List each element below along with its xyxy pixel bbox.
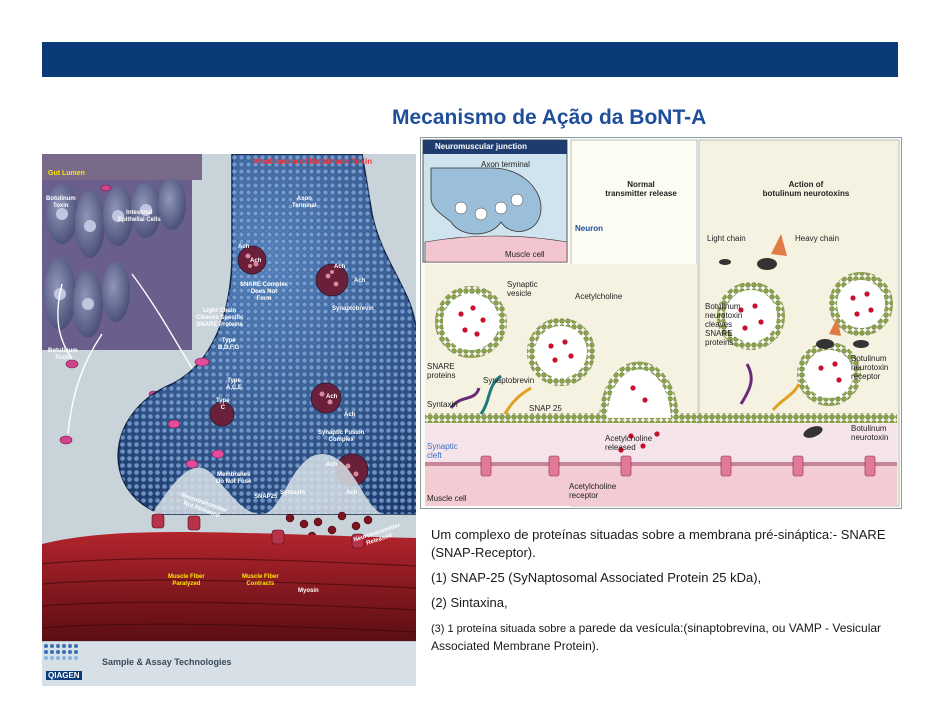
label-mechanism-heading: Mechanism of Botulinum Toxin	[254, 157, 373, 166]
label-snap25: SNAP 25	[529, 404, 562, 413]
label-botulinum-toxin-side: Botulinum Toxin	[48, 348, 78, 361]
botulinum-mechanism-illustration: Gut Lumen Mechanism of Botulinum Toxin B…	[42, 154, 416, 686]
label-synaptobrevin: Synaptobrevin	[332, 306, 374, 312]
label-acetylcholine: Acetylcholine	[575, 292, 623, 301]
label-snap25: SNAP25	[254, 494, 278, 500]
label-type-c: Type C	[216, 398, 230, 411]
text-intro: Um complexo de proteínas situadas sobre …	[431, 527, 886, 560]
label-toxin-cleaves: Botulinum neurotoxin cleaves SNARE prote…	[705, 302, 743, 347]
slide-title: Mecanismo de Ação da BoNT-A	[392, 106, 707, 129]
label-snare-no-form: SNARE Complex Does Not Form	[240, 282, 289, 302]
label-ach-7: Ach	[326, 462, 338, 468]
label-intestinal-cells: Intestinal Epithelial Cells	[118, 210, 161, 223]
text-item-2: (2) Sintaxina,	[431, 595, 508, 610]
label-normal-heading: Normal transmitter release	[605, 180, 677, 198]
label-muscle-contracts: Muscle Fiber Contracts	[242, 574, 279, 587]
header-band	[42, 42, 898, 77]
qiagen-logo-icon	[44, 644, 78, 660]
label-syntaxin: Syntaxin	[427, 400, 458, 409]
label-syntaxin: Syntaxin	[280, 490, 306, 496]
label-ach-5: Ach	[326, 394, 338, 400]
label-snare-proteins: SNARE proteins	[427, 362, 456, 380]
label-ach-released: Acetylcholine released	[605, 434, 653, 452]
label-myosin: Myosin	[298, 588, 319, 594]
label-heavy-chain: Heavy chain	[795, 234, 840, 243]
label-light-chain-cleaves: Light Chain Cleaves Specific SNARE Prote…	[196, 308, 244, 328]
label-axon-terminal: Axon Terminal	[292, 196, 317, 209]
label-toxin-receptor: Botulinum neurotoxin receptor	[851, 354, 889, 381]
label-type-befg: Type B,D,F,G	[218, 338, 240, 351]
text-item-3-small: (3) 1 proteína situada sobre a	[431, 623, 576, 635]
label-synaptobrevin: Synaptobrevin	[483, 376, 535, 385]
qiagen-footer: QIAGEN Sample & Assay Technologies	[42, 641, 416, 686]
label-toxin-heading: Action of botulinum neurotoxins	[762, 180, 850, 198]
label-ach-receptor: Acetylcholine receptor	[569, 482, 617, 500]
label-ach-3: Ach	[334, 264, 346, 270]
label-botulinum-toxin-top: Botulinum Toxin	[46, 196, 76, 209]
label-ach-6: Ach	[344, 412, 356, 418]
label-synaptic-vesicle: Synaptic vesicle	[507, 280, 538, 298]
label-toxin: Botulinum neurotoxin	[851, 424, 889, 442]
junction-artwork	[422, 139, 900, 507]
label-muscle-cell: Muscle cell	[427, 494, 467, 503]
label-ach-1: Ach	[238, 244, 250, 250]
text-item-3: (3) 1 proteína situada sobre a parede da…	[431, 620, 891, 655]
label-ach-2: Ach	[250, 258, 262, 264]
qiagen-tagline: Sample & Assay Technologies	[102, 657, 232, 667]
label-synaptic-fusion: Synaptic Fusion Complex	[318, 430, 365, 443]
qiagen-brand: QIAGEN	[46, 671, 82, 680]
mechanism-artwork	[42, 154, 416, 642]
explanatory-text: Um complexo de proteínas situadas sobre …	[431, 526, 891, 655]
text-item-1: (1) SNAP-25 (SyNaptosomal Associated Pro…	[431, 570, 762, 585]
neuromuscular-junction-diagram: Neuromuscular junction Axon terminal Mus…	[420, 137, 902, 509]
label-synaptic-cleft: Synaptic cleft	[427, 442, 458, 460]
label-inset-axon-terminal: Axon terminal	[481, 160, 530, 169]
text-item-3-rest: parede da vesícula:(sinaptobrevina, ou V…	[431, 621, 882, 653]
label-inset-muscle-cell: Muscle cell	[505, 250, 545, 259]
label-light-chain: Light chain	[707, 234, 746, 243]
label-gut-lumen: Gut Lumen	[48, 170, 85, 177]
label-muscle-paralyzed: Muscle Fiber Paralyzed	[168, 574, 205, 587]
label-type-ace: Type A,C,E	[226, 378, 243, 391]
label-neuron: Neuron	[575, 224, 603, 233]
label-membranes-no-fuse: Membranes Do Not Fuse	[216, 472, 252, 485]
label-ach-4: Ach	[354, 278, 366, 284]
label-inset-heading: Neuromuscular junction	[435, 142, 528, 151]
label-ach-8: Ach	[346, 490, 358, 496]
